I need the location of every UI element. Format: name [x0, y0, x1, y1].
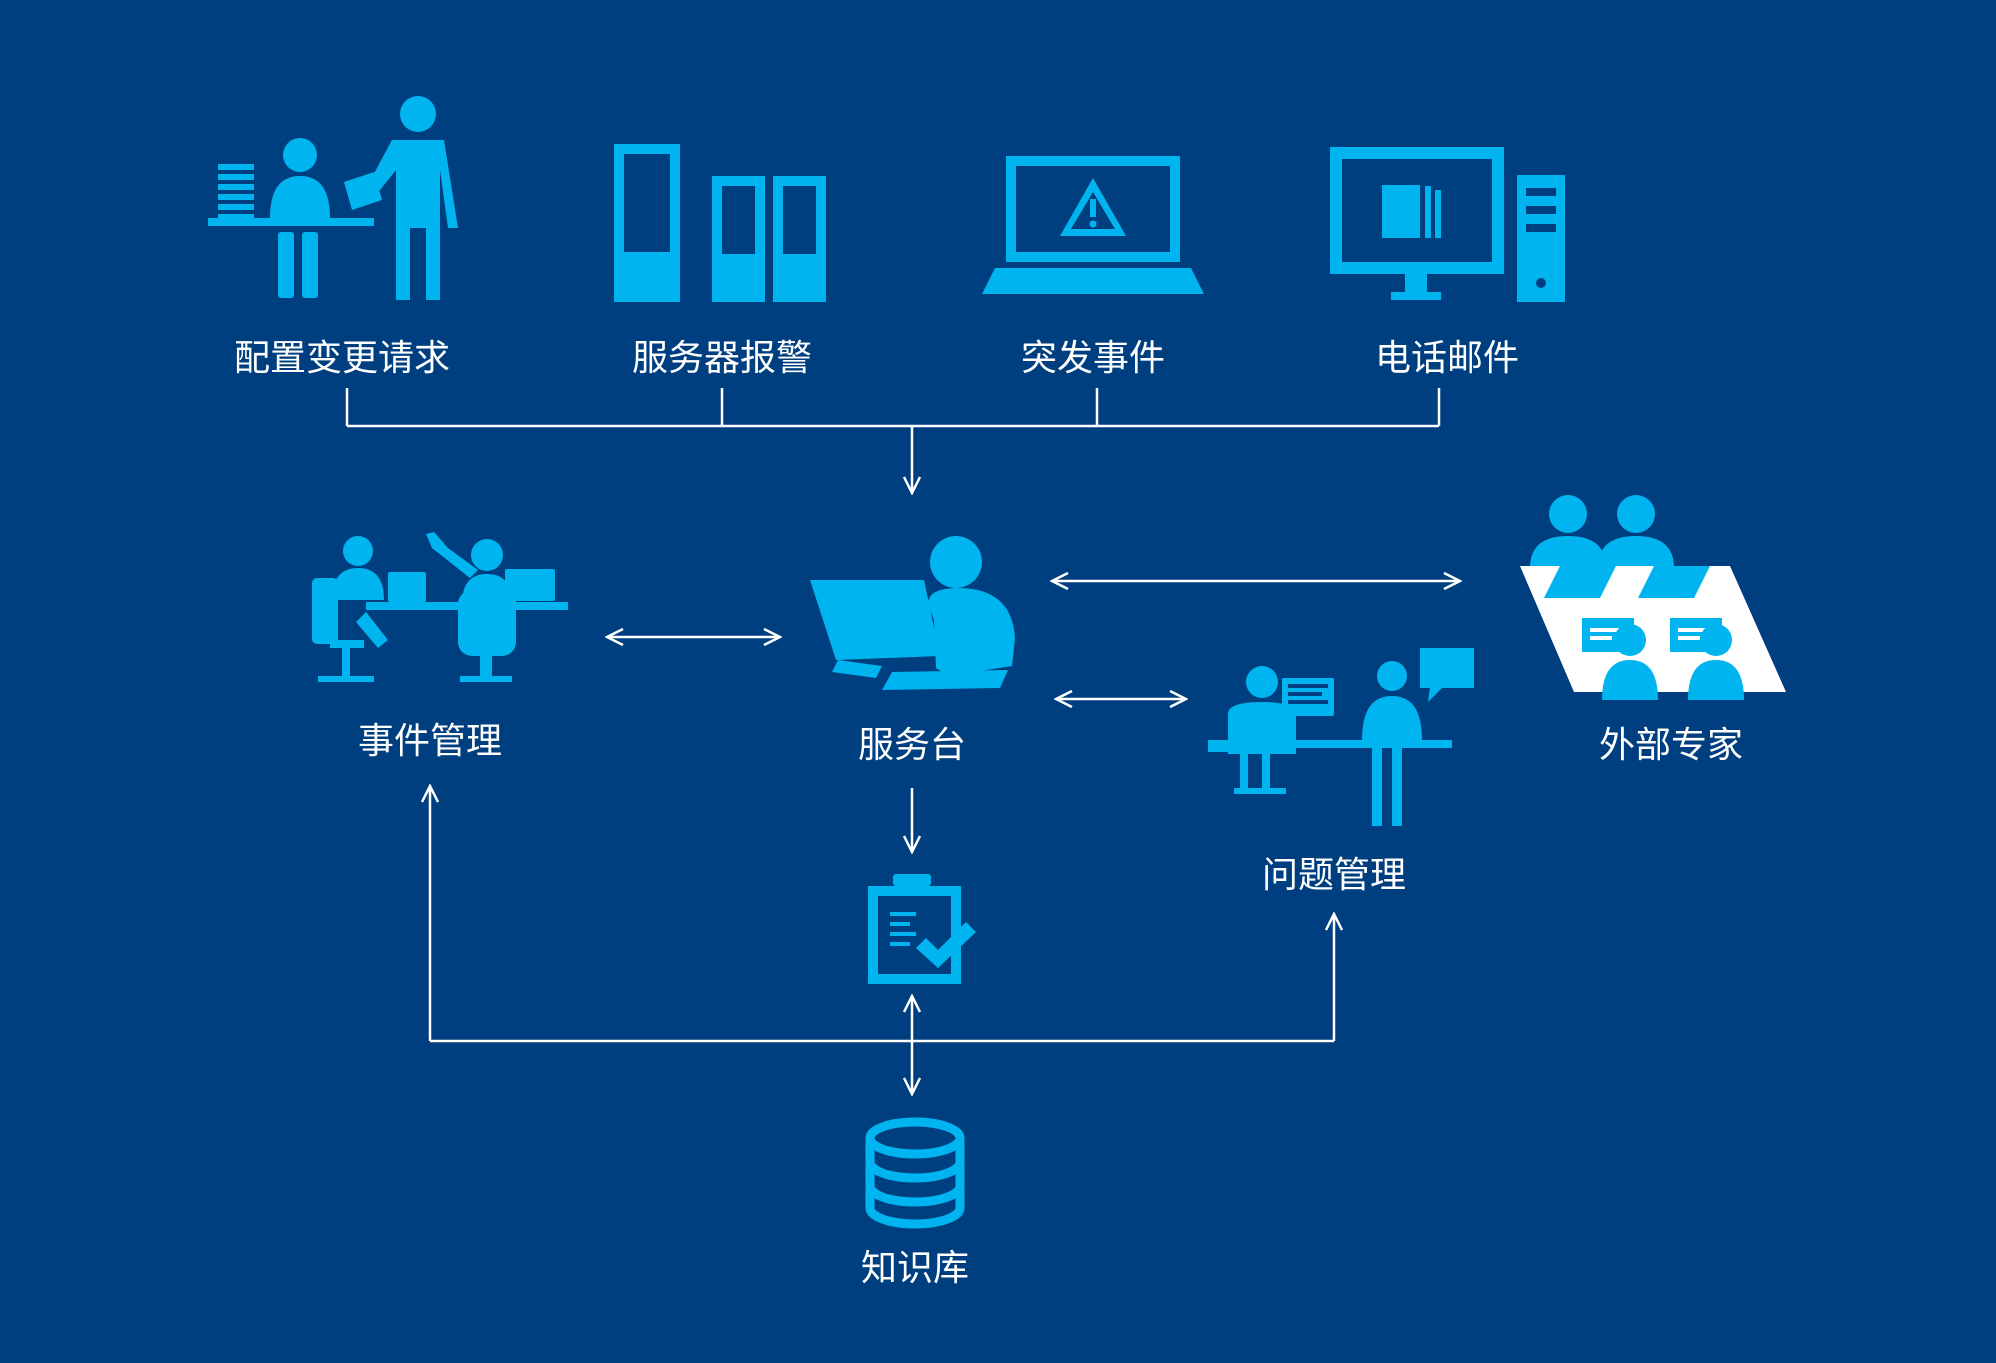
database-icon [865, 1117, 965, 1229]
connectors [345, 388, 1460, 1094]
node-label-problem-management: 问题管理 [1262, 855, 1406, 896]
laptop-warning-icon [982, 156, 1204, 294]
node-label-service-desk: 服务台 [858, 725, 966, 766]
node-label-incident-management: 事件管理 [358, 721, 502, 762]
node-label-external-experts: 外部专家 [1599, 725, 1743, 766]
operator-at-computer-icon [810, 536, 1015, 690]
person-handing-document-icon [208, 96, 458, 300]
expert-meeting-icon [1520, 495, 1786, 700]
source-label-server-alarm: 服务器报警 [632, 338, 812, 379]
source-label-emergency: 突发事件 [1021, 338, 1165, 379]
source-label-config-change: 配置变更请求 [234, 338, 450, 379]
clipboard-check-icon [868, 874, 976, 984]
server-icon [614, 144, 826, 302]
node-label-knowledge-base: 知识库 [861, 1248, 969, 1289]
source-label-phone-email: 电话邮件 [1375, 338, 1519, 379]
consultation-icon [1208, 648, 1474, 826]
team-workstation-icon [312, 532, 568, 682]
desktop-mail-icon [1330, 147, 1565, 302]
